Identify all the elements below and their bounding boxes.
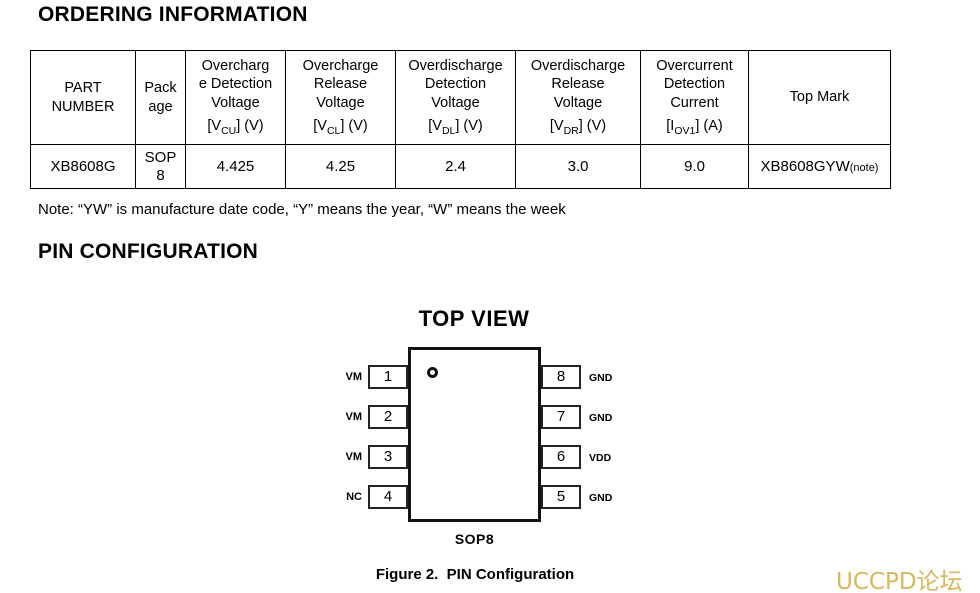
chip-body xyxy=(408,347,541,522)
pin-6-box: 6 xyxy=(541,445,581,469)
col-overdischarge-release-voltage: Overdischarge Release Voltage [VDR] (V) xyxy=(515,50,641,145)
pin-4-box: 4 xyxy=(368,485,408,509)
cell-iov1: 9.0 xyxy=(640,144,749,189)
header-line: Voltage xyxy=(431,94,480,111)
header-line: Pack xyxy=(144,79,177,96)
package-type-label: SOP8 xyxy=(454,531,495,547)
header-line: Overdischarge xyxy=(408,57,503,74)
header-line: Overdischarge xyxy=(530,57,626,74)
col-part-number: PART NUMBER xyxy=(30,50,136,145)
top-mark-note-suffix: (note) xyxy=(849,161,879,174)
header-line: e Detection xyxy=(198,76,273,93)
header-line: age xyxy=(148,98,173,115)
cell-part-number: XB8608G xyxy=(30,144,136,189)
cell-vcl: 4.25 xyxy=(285,144,396,189)
pin-3-label: VM xyxy=(345,451,363,463)
pin-1-label: VM xyxy=(345,371,363,383)
header-line: NUMBER xyxy=(51,98,115,115)
pin1-indicator-dot xyxy=(427,367,438,378)
header-line: Overcharge xyxy=(302,57,379,74)
header-symbol: [IOV1] (A) xyxy=(666,118,723,138)
cell-vdl: 2.4 xyxy=(395,144,516,189)
header-line: Voltage xyxy=(553,94,603,111)
header-symbol: [VDL] (V) xyxy=(428,118,483,138)
cell-package: SOP 8 xyxy=(135,144,186,189)
pin-8-label: GND xyxy=(589,372,613,384)
header-line: Top Mark xyxy=(789,89,850,106)
cell-vdr: 3.0 xyxy=(515,144,641,189)
pin-4-label: NC xyxy=(346,491,362,503)
header-line: Overcharg xyxy=(201,57,270,74)
header-line: Release xyxy=(551,76,605,93)
col-overcharge-release-voltage: Overcharge Release Voltage [VCL] (V) xyxy=(285,50,396,145)
pin-2-box: 2 xyxy=(368,405,408,429)
pin-7-label: GND xyxy=(589,412,613,424)
header-line: Detection xyxy=(424,76,487,93)
header-symbol: [VDR] (V) xyxy=(549,118,607,138)
pin-8-box: 8 xyxy=(541,365,581,389)
header-line: Voltage xyxy=(316,94,365,111)
header-line: Release xyxy=(313,76,368,93)
header-line: Current xyxy=(670,94,719,111)
pin-5-box: 5 xyxy=(541,485,581,509)
watermark-text: UCCPD论坛 xyxy=(836,569,963,593)
header-line: Detection xyxy=(663,76,726,93)
pin-6-label: VDD xyxy=(589,452,612,464)
figure-caption: Figure 2. PIN Configuration xyxy=(375,566,575,583)
header-line: PART xyxy=(64,79,102,96)
col-overdischarge-detection-voltage: Overdischarge Detection Voltage [VDL] (V… xyxy=(395,50,516,145)
table-header-row: PART NUMBER Pack age Overcharg e Detecti… xyxy=(30,50,891,145)
col-top-mark: Top Mark xyxy=(748,50,891,145)
col-overcurrent-detection-current: Overcurrent Detection Current [IOV1] (A) xyxy=(640,50,749,145)
col-package: Pack age xyxy=(135,50,186,145)
header-symbol: [VCL] (V) xyxy=(313,118,368,138)
header-line: Overcurrent xyxy=(656,57,733,74)
cell-vcu: 4.425 xyxy=(185,144,286,189)
cell-top-mark: XB8608GYW(note) xyxy=(748,144,891,189)
col-overcharge-detection-voltage: Overcharg e Detection Voltage [VCU] (V) xyxy=(185,50,286,145)
ordering-table: PART NUMBER Pack age Overcharg e Detecti… xyxy=(30,50,891,189)
pin-5-label: GND xyxy=(589,492,613,504)
top-view-label: TOP VIEW xyxy=(418,306,530,331)
pin-configuration-title: PIN CONFIGURATION xyxy=(38,240,259,263)
ordering-information-title: ORDERING INFORMATION xyxy=(38,3,308,26)
pin-1-box: 1 xyxy=(368,365,408,389)
pin-3-box: 3 xyxy=(368,445,408,469)
table-data-row: XB8608G SOP 8 4.425 4.25 2.4 3.0 9.0 XB8… xyxy=(30,144,891,189)
pin-2-label: VM xyxy=(345,411,363,423)
pin-7-box: 7 xyxy=(541,405,581,429)
note-text: Note: “YW” is manufacture date code, “Y”… xyxy=(38,201,566,218)
header-symbol: [VCU] (V) xyxy=(207,118,264,138)
header-line: Voltage xyxy=(211,94,260,111)
